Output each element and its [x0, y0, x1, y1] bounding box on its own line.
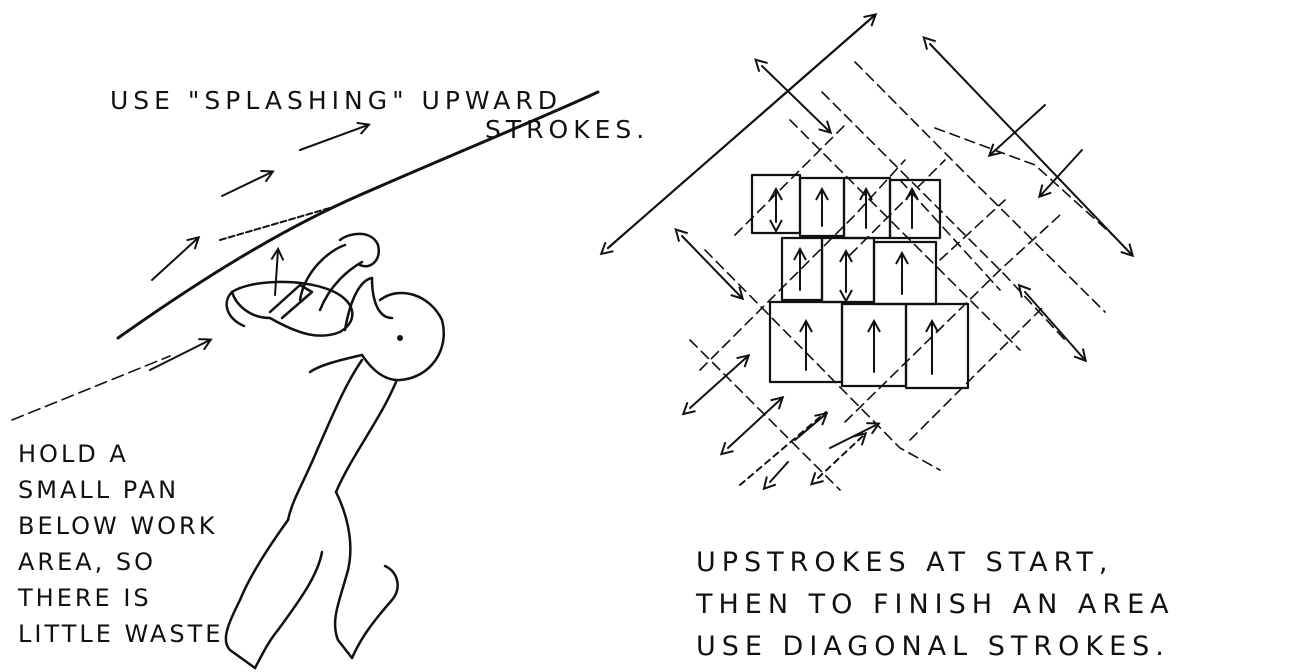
finish-caption-line: USE DIAGONAL STROKES. — [696, 626, 1175, 668]
pan-caption-line: THERE IS — [18, 580, 223, 616]
finish-caption-line: UPSTROKES AT START, — [696, 542, 1175, 584]
pan-caption: HOLD A SMALL PAN BELOW WORK AREA, SO THE… — [18, 436, 223, 652]
splash-caption-line-2: STROKES. — [110, 115, 649, 144]
pan-caption-line: HOLD A — [18, 436, 223, 472]
pan-caption-line: LITTLE WASTE — [18, 616, 223, 652]
finish-caption-line: THEN TO FINISH AN AREA — [696, 584, 1175, 626]
diagonal-band-lines — [690, 62, 1118, 490]
painter-figure — [226, 234, 444, 668]
patch-boxes — [752, 175, 968, 388]
splash-caption: USE "SPLASHING" UPWARD STROKES. — [110, 86, 649, 144]
pan-caption-line: BELOW WORK — [18, 508, 223, 544]
finish-caption: UPSTROKES AT START, THEN TO FINISH AN AR… — [696, 542, 1175, 668]
diagonal-stroke-arrows — [608, 15, 1132, 485]
splash-caption-line-1: USE "SPLASHING" UPWARD — [110, 86, 649, 115]
pan-caption-line: SMALL PAN — [18, 472, 223, 508]
pan-caption-line: AREA, SO — [18, 544, 223, 580]
